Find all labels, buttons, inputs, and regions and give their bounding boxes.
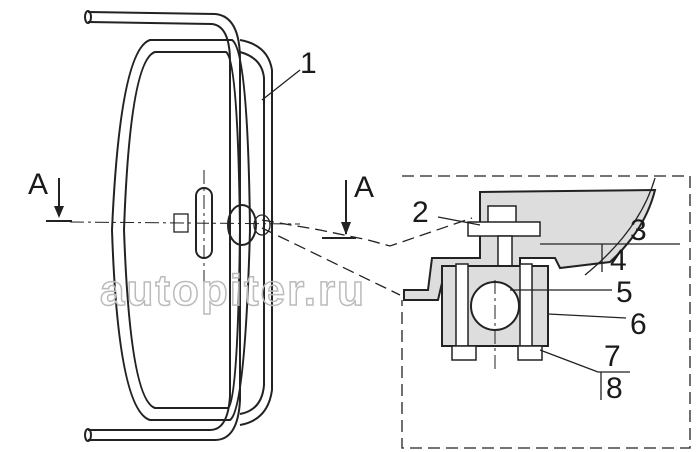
callout-4: 4 — [610, 244, 627, 277]
callout-5: 5 — [616, 276, 633, 309]
callout-1: 1 — [300, 47, 317, 80]
mirror-bracket-tube — [84, 10, 241, 442]
mirror-body — [110, 39, 273, 426]
section-label-right: A — [354, 171, 374, 204]
detail-section-view — [403, 177, 657, 372]
callout-2: 2 — [412, 196, 429, 229]
watermark: autopiter.ru — [100, 266, 366, 315]
callout-8: 8 — [606, 372, 623, 405]
section-label-left: A — [28, 168, 48, 201]
callout-6: 6 — [630, 308, 647, 341]
detail-view-frame — [401, 175, 691, 449]
callout-leaders — [261, 69, 680, 400]
callout-7: 7 — [604, 340, 621, 373]
callout-3: 3 — [630, 214, 647, 247]
center-line — [69, 221, 301, 225]
